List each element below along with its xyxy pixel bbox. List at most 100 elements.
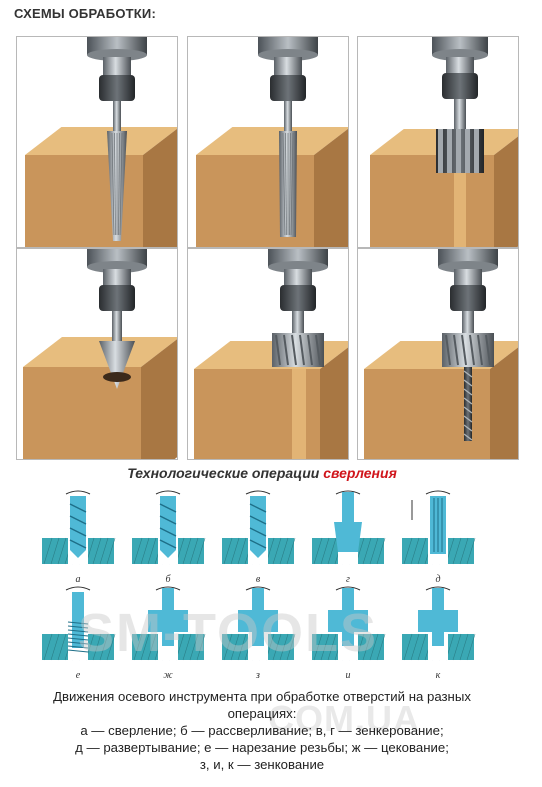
hatch-line xyxy=(182,537,192,565)
hatch-line xyxy=(230,633,240,661)
hatch-line xyxy=(140,537,150,565)
counterbore-tooth xyxy=(315,334,321,366)
operation-label: б xyxy=(165,574,171,585)
slotting-cutter-illustration xyxy=(370,37,518,247)
tool-shank xyxy=(432,588,444,610)
hatch-line xyxy=(223,537,233,565)
counterbore-tooth xyxy=(477,334,483,366)
hatch-line xyxy=(410,537,420,565)
photo-cell-slotting-cutter xyxy=(357,36,519,248)
operation-schematic-f: е xyxy=(38,582,118,682)
tool-shank xyxy=(462,311,474,335)
counterbore-body xyxy=(272,333,324,367)
hatch-line xyxy=(272,633,282,661)
hatch-line xyxy=(376,537,386,565)
hatch-line xyxy=(286,537,296,565)
tool-shank xyxy=(112,311,122,341)
photo-cell-reamer-tapered xyxy=(16,36,178,248)
hatch-line xyxy=(133,633,143,661)
tool-flute xyxy=(69,539,87,549)
hatch-line xyxy=(99,633,109,661)
tap-thread xyxy=(67,621,89,625)
hatch-line xyxy=(327,537,337,565)
tool-holder-nut xyxy=(280,285,316,311)
reamer-flute-line xyxy=(289,132,291,236)
spindle-collet xyxy=(284,269,312,285)
block-front-face xyxy=(23,367,141,459)
tool-flute xyxy=(159,539,177,549)
block-top-face xyxy=(23,337,177,367)
cutter-pilot xyxy=(162,632,174,646)
hatch-line xyxy=(313,633,323,661)
operation-schematic-a: а xyxy=(38,486,118,586)
schematic-drawing xyxy=(312,586,386,661)
hatch-line xyxy=(452,537,462,565)
tool-shank xyxy=(113,101,121,131)
hatch-line xyxy=(92,537,102,565)
hatch-line xyxy=(50,633,60,661)
drill-flute xyxy=(463,388,473,396)
hatch-line xyxy=(272,537,282,565)
counterbore-drill-illustration xyxy=(364,249,518,459)
hatch-line xyxy=(279,633,289,661)
hatch-line xyxy=(140,633,150,661)
hatch-line xyxy=(286,633,296,661)
hatch-line xyxy=(43,537,53,565)
spindle-collet xyxy=(446,57,474,73)
tool-holder-nut xyxy=(99,285,135,311)
hatch-line xyxy=(403,537,413,565)
operation-label: з xyxy=(256,670,260,681)
tool-shank xyxy=(292,311,304,335)
cutter-tooth xyxy=(447,129,452,173)
cutter-head xyxy=(418,610,458,632)
hatch-line xyxy=(320,537,330,565)
hatch-line xyxy=(57,633,67,661)
diagram-title: Технологические операции сверления xyxy=(18,465,506,481)
hatch-line xyxy=(189,633,199,661)
reamer-flute-line xyxy=(290,132,294,236)
caption-line: а — сверление; б — рассверливание; в, г … xyxy=(80,723,444,738)
hatch-line xyxy=(196,633,206,661)
hatch-line xyxy=(230,537,240,565)
drill-flute xyxy=(463,415,473,423)
hatch-line xyxy=(369,537,379,565)
counterbore-tooth xyxy=(453,334,459,366)
tool-shank xyxy=(284,101,292,131)
tool-holder-nut xyxy=(99,75,135,101)
operation-label: е xyxy=(75,670,81,681)
diagram-title-highlight: сверления xyxy=(323,465,397,481)
operation-schematic-g: з xyxy=(218,582,298,682)
tool-tip xyxy=(250,550,266,558)
hatch-line xyxy=(43,633,53,661)
hatch-line xyxy=(106,633,116,661)
schematic-drawing xyxy=(222,490,296,565)
schematic-drawing xyxy=(402,490,476,565)
countersink-head xyxy=(334,522,362,552)
counterbore-tooth xyxy=(291,334,297,366)
drill-flute xyxy=(463,433,473,441)
block-cut-slot xyxy=(292,369,306,459)
cutter-pilot xyxy=(342,632,354,646)
schematic-drawing xyxy=(222,586,296,661)
counterbore-tooth xyxy=(461,334,467,366)
hatch-line xyxy=(403,633,413,661)
operation-schematic-g: к xyxy=(398,582,478,682)
hatch-line xyxy=(92,633,102,661)
drill-flute xyxy=(463,397,473,405)
tool-shank xyxy=(454,99,466,129)
hatch-line xyxy=(459,633,469,661)
hatch-line xyxy=(417,537,427,565)
hatch-line xyxy=(147,537,157,565)
operation-schematic-e: д xyxy=(398,486,478,586)
tool-shank xyxy=(342,588,354,610)
tap-thread xyxy=(67,625,89,629)
cutter-head xyxy=(328,610,368,632)
block-top-face xyxy=(194,341,348,369)
tool-holder-nut xyxy=(270,75,306,101)
hatch-line xyxy=(362,633,372,661)
cutter-tooth xyxy=(474,129,479,173)
spindle-collet xyxy=(103,269,131,285)
hatch-line xyxy=(189,537,199,565)
hatch-line xyxy=(279,537,289,565)
hatch-line xyxy=(133,537,143,565)
